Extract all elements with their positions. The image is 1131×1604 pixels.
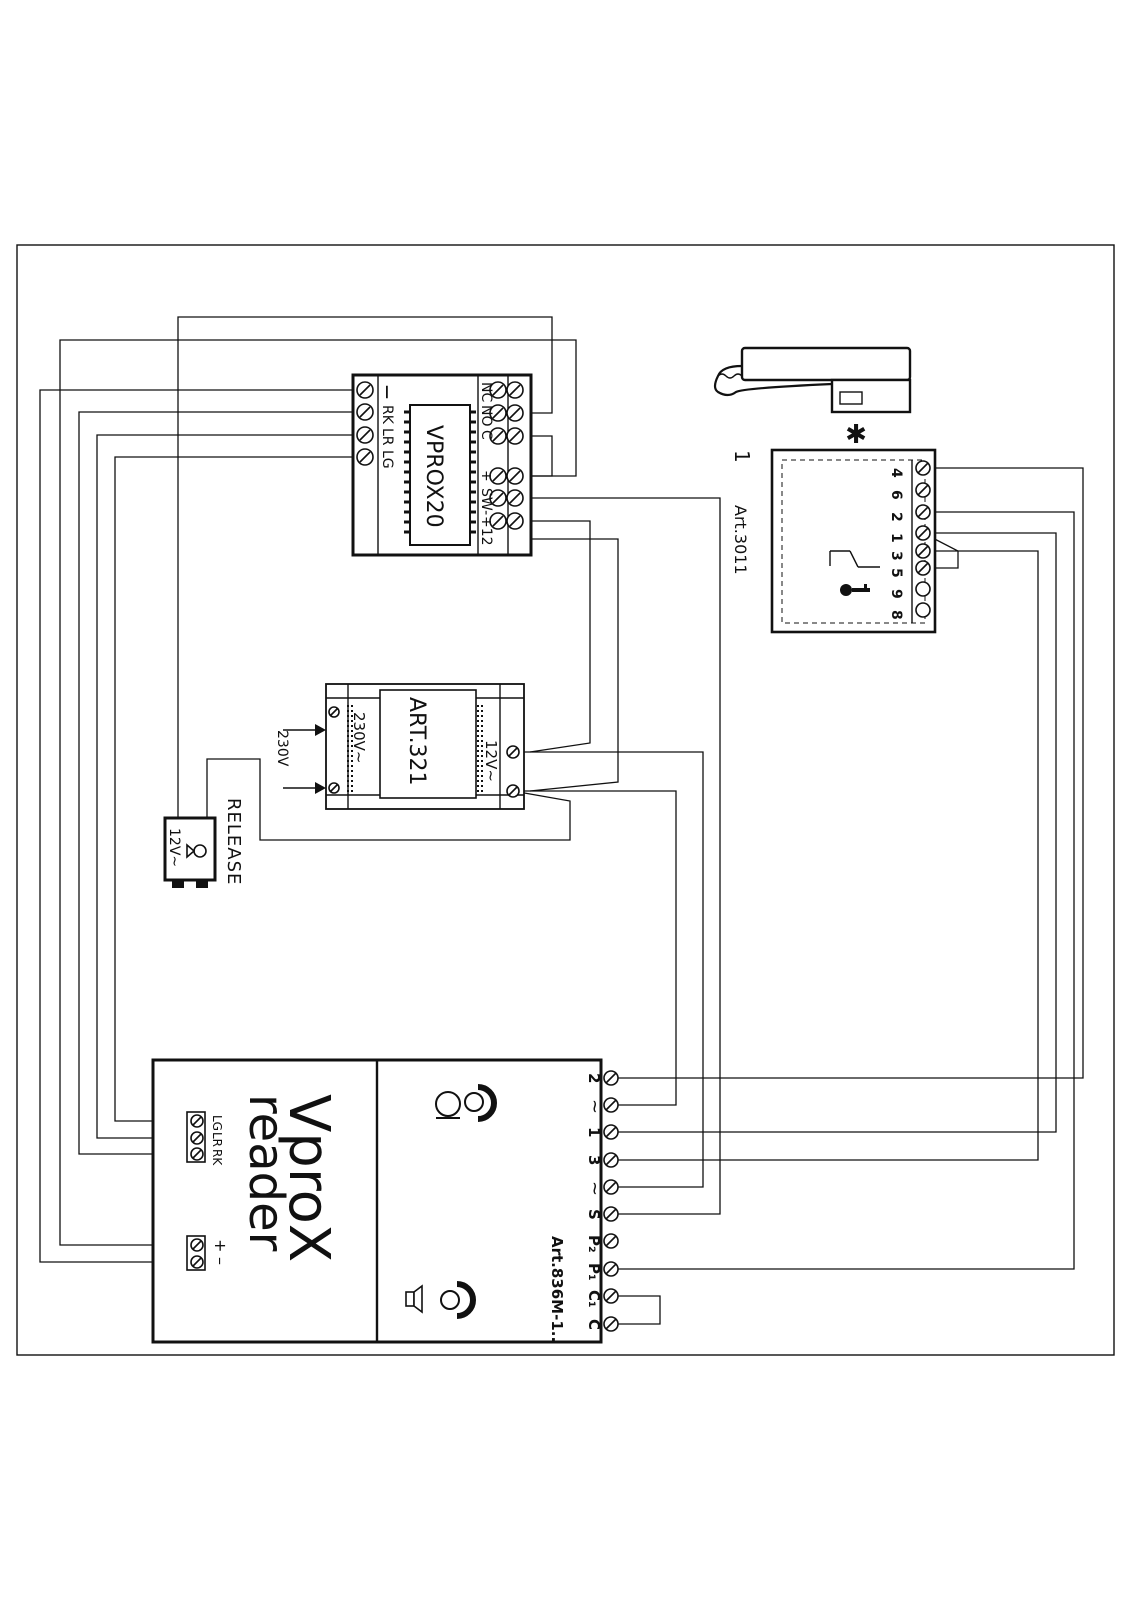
handset-terminal-2: 2	[888, 512, 904, 522]
arrow-icon	[315, 724, 326, 736]
handset-cord	[713, 364, 833, 397]
vprox20-label-c: C	[478, 430, 494, 440]
door-switch-icon	[829, 550, 880, 568]
chip-pins	[404, 410, 476, 534]
handset-receiver	[740, 346, 912, 382]
art836m-panel: 2 ~ 1 3 ~ S P₂ P₁ C₁ C Art.836M-1..	[405, 1070, 619, 1342]
panel-terminals	[603, 1070, 619, 1332]
reader-label-rk: RK	[210, 1149, 224, 1166]
handset-terminal-8: 8	[888, 610, 904, 620]
wire-12v-b	[513, 520, 619, 792]
panel-article: Art.836M-1..	[548, 1236, 566, 1342]
keyhole-icon	[186, 843, 207, 859]
vprox20-right-terminals	[489, 381, 524, 530]
wire-rk	[78, 411, 365, 1155]
vprox20-label-sw: SW-	[478, 488, 494, 515]
handset-art3011: ✱	[713, 346, 937, 634]
art321-transformer: ART.321 230V~ 12V~ 230V	[274, 683, 525, 810]
art321-in-label: 230V~	[350, 712, 368, 763]
wire-h-4	[611, 467, 1084, 1079]
vprox20-label-no: NO	[478, 405, 494, 427]
art321-out-label: 12V~	[482, 740, 500, 782]
vprox20-label-lg: LG	[379, 450, 395, 469]
panel-terminal-c: C	[585, 1319, 603, 1330]
panel-terminal-p1: P₁	[585, 1263, 603, 1281]
terminal	[915, 602, 931, 618]
art321-title: ART.321	[404, 697, 429, 786]
wire-12v-a	[514, 520, 591, 753]
vprox20-left-terminals	[356, 381, 374, 466]
panel-terminal-1: 1	[585, 1127, 603, 1137]
reader-label-lg: LG	[210, 1115, 224, 1131]
release-lock: 12V~ RELEASE	[163, 798, 244, 888]
vprox20-label-12: +12	[478, 516, 494, 546]
wire-lr	[96, 434, 365, 1139]
vprox20-label-rk: RK	[379, 405, 395, 425]
panel-terminal-s: S	[585, 1209, 603, 1220]
handset-number: 1	[730, 450, 754, 463]
handset-terminal-1: 1	[888, 533, 904, 543]
wire-h-1	[611, 532, 1057, 1133]
camera-icon	[435, 1084, 497, 1122]
reader-panel-assembly: LG LR RK + – VproX reader	[151, 1058, 619, 1344]
vprox20-title: VPROX20	[421, 425, 446, 528]
wire-h-1-5	[922, 532, 959, 569]
handset-article: Art.3011	[731, 505, 750, 575]
vprox20-label-lr: LR	[379, 428, 395, 446]
wire-ac-1	[513, 751, 704, 1188]
handset-terminal-9: 9	[888, 589, 904, 599]
wire-no-release	[177, 316, 553, 818]
panel-terminal-ac1: ~	[584, 1099, 605, 1114]
terminal	[915, 581, 931, 597]
wire-minus	[39, 389, 365, 1263]
handset-terminals	[915, 460, 931, 618]
vprox20-module: VPROX20 — RK LR LG NC	[351, 373, 533, 557]
vprox20-label-plus: +	[478, 470, 494, 482]
wire-lock	[206, 758, 571, 841]
wire-sw	[514, 497, 721, 1215]
star-icon: ✱	[845, 420, 867, 450]
reader-label-minus: –	[211, 1257, 230, 1265]
reader-brand: VproX	[276, 1094, 341, 1262]
vprox-reader: LG LR RK + – VproX reader	[186, 1094, 341, 1271]
wire-h-3	[611, 550, 1039, 1161]
handset-terminal-3: 3	[888, 551, 904, 561]
panel-terminal-p2: P₂	[585, 1235, 603, 1253]
handset-terminal-4: 4	[888, 468, 904, 478]
panel-terminal-2: 2	[585, 1073, 603, 1083]
wire-plus	[59, 339, 577, 1246]
wire-ac-2	[513, 790, 677, 1106]
mains-label: 230V	[274, 730, 290, 767]
reader-label-lr: LR	[210, 1132, 224, 1147]
wire-c-bridge	[611, 1295, 661, 1325]
panel-terminal-ac2: ~	[584, 1181, 605, 1196]
wire-h-2	[611, 511, 1075, 1270]
reader-label-plus: +	[211, 1239, 230, 1252]
handset-housing	[770, 448, 937, 634]
arrow-icon	[315, 782, 326, 794]
vprox20-label-nc: NC	[478, 382, 494, 402]
handset-terminal-6: 6	[888, 490, 904, 500]
reader-subtitle: reader	[238, 1094, 294, 1252]
release-label: RELEASE	[223, 798, 244, 885]
release-housing	[163, 816, 217, 882]
panel-terminal-3: 3	[585, 1155, 603, 1165]
key-icon	[840, 584, 870, 596]
speaker-icon	[405, 1281, 476, 1319]
page-frame	[16, 244, 1115, 1356]
handset-terminal-5: 5	[888, 568, 904, 578]
vprox20-label-minus: —	[379, 385, 395, 399]
vprox20-chip	[409, 404, 471, 546]
release-voltage: 12V~	[166, 828, 182, 867]
art321-core	[379, 689, 477, 799]
panel-terminal-c1: C₁	[585, 1290, 603, 1308]
